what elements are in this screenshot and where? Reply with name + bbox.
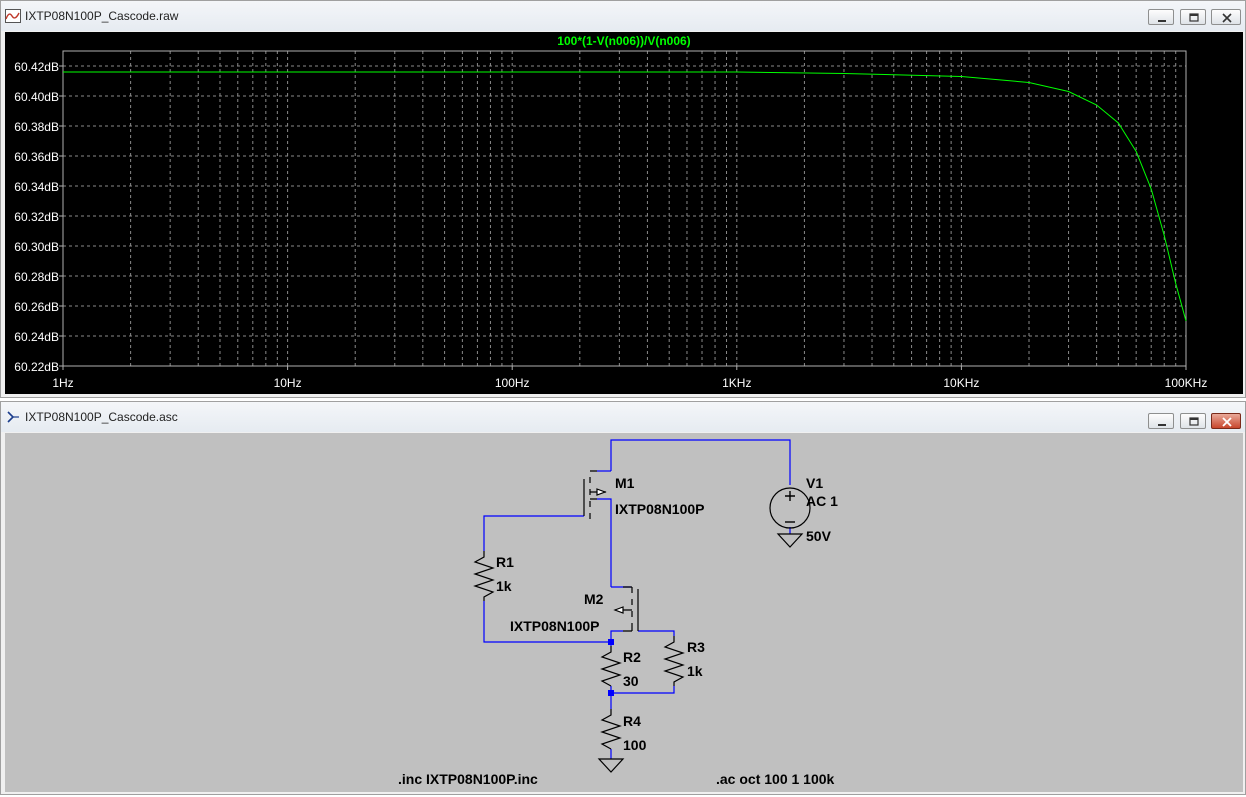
restore-icon <box>1189 417 1199 426</box>
y-tick-label: 60.28dB <box>14 270 59 284</box>
y-tick-label: 60.26dB <box>14 300 59 314</box>
plot-window[interactable]: IXTP08N100P_Cascode.raw 100*(1-V(n006))/… <box>0 0 1246 398</box>
ac-analysis-chart[interactable]: 100*(1-V(n006))/V(n006) 60.22dB60.24dB60… <box>5 32 1243 394</box>
minimize-icon <box>1158 20 1166 22</box>
m2-model[interactable]: IXTP08N100P <box>510 618 600 634</box>
close-icon <box>1222 417 1232 427</box>
schematic-close-button[interactable] <box>1211 413 1241 429</box>
inc-directive[interactable]: .inc IXTP08N100P.inc <box>398 771 538 787</box>
v1-ac[interactable]: AC 1 <box>806 493 838 509</box>
m1-name[interactable]: M1 <box>615 475 635 491</box>
x-tick-label: 1Hz <box>52 376 73 390</box>
y-tick-label: 60.22dB <box>14 360 59 374</box>
chart-grid <box>62 51 1186 367</box>
y-tick-label: 60.32dB <box>14 210 59 224</box>
y-tick-label: 60.24dB <box>14 330 59 344</box>
m1-transistor[interactable] <box>583 470 607 519</box>
r3-value[interactable]: 1k <box>687 663 703 679</box>
v1-dc[interactable]: 50V <box>806 528 832 544</box>
r3-name[interactable]: R3 <box>687 639 705 655</box>
wire-m1-gate-to-r1[interactable] <box>483 515 584 551</box>
wire-m1-drain-to-v1[interactable] <box>610 439 791 485</box>
m1-model[interactable]: IXTP08N100P <box>615 501 705 517</box>
r1-value[interactable]: 1k <box>496 578 512 594</box>
schematic-restore-button[interactable] <box>1180 413 1206 429</box>
r4-value[interactable]: 100 <box>623 737 647 753</box>
r1-resistor[interactable] <box>473 551 495 601</box>
plot-window-title: IXTP08N100P_Cascode.raw <box>25 9 179 23</box>
y-tick-label: 60.42dB <box>14 60 59 74</box>
v1-voltage-source[interactable] <box>769 487 811 529</box>
restore-icon <box>1189 13 1199 22</box>
plot-window-titlebar[interactable]: IXTP08N100P_Cascode.raw <box>1 1 1245 31</box>
schematic-window[interactable]: IXTP08N100P_Cascode.asc <box>0 401 1246 795</box>
ac-directive[interactable]: .ac oct 100 1 100k <box>716 771 835 787</box>
schematic-minimize-button[interactable] <box>1148 413 1174 429</box>
y-tick-label: 60.38dB <box>14 120 59 134</box>
wire-r1-to-node[interactable] <box>483 601 611 643</box>
wire-m1-source-to-m2[interactable] <box>597 498 612 587</box>
wire-m2-gate[interactable] <box>610 630 623 642</box>
junction-dot <box>608 690 614 696</box>
wire-r2-r3-node[interactable] <box>610 686 675 694</box>
plot-restore-button[interactable] <box>1180 9 1206 25</box>
plot-close-button[interactable] <box>1211 9 1241 25</box>
chart-axes: 60.22dB 60.24dB 60.26dB 60.28dB 60.30dB 60.32… <box>14 50 1208 390</box>
v1-name[interactable]: V1 <box>806 475 823 491</box>
m2-transistor[interactable] <box>613 586 639 632</box>
y-tick-label: 60.30dB <box>14 240 59 254</box>
r4-resistor[interactable] <box>600 709 622 750</box>
schematic-icon <box>7 411 19 423</box>
r1-name[interactable]: R1 <box>496 554 514 570</box>
waveform-icon <box>5 9 21 23</box>
schematic-window-titlebar[interactable]: IXTP08N100P_Cascode.asc <box>1 402 1245 432</box>
close-icon <box>1222 13 1232 23</box>
junction-dot <box>608 639 614 645</box>
trace-line[interactable] <box>63 71 1187 322</box>
schematic-drawing[interactable]: M1 IXTP08N100P M2 IXTP08N100P R1 1k R2 3… <box>5 433 1243 792</box>
y-tick-label: 60.40dB <box>14 90 59 104</box>
r2-value[interactable]: 30 <box>623 673 639 689</box>
ground-symbol <box>597 758 625 773</box>
x-tick-label: 10Hz <box>274 376 302 390</box>
schematic-window-title: IXTP08N100P_Cascode.asc <box>25 410 178 424</box>
m2-name[interactable]: M2 <box>584 591 604 607</box>
x-tick-label: 100KHz <box>1165 376 1208 390</box>
y-tick-label: 60.34dB <box>14 180 59 194</box>
plot-minimize-button[interactable] <box>1148 9 1174 25</box>
r2-name[interactable]: R2 <box>623 649 641 665</box>
minimize-icon <box>1158 424 1166 426</box>
wire-m2-source-to-r3[interactable] <box>638 630 675 636</box>
y-tick-label: 60.36dB <box>14 150 59 164</box>
x-tick-label: 10KHz <box>943 376 979 390</box>
plot-frame <box>62 50 1187 367</box>
r4-name[interactable]: R4 <box>623 713 641 729</box>
schematic-canvas[interactable]: M1 IXTP08N100P M2 IXTP08N100P R1 1k R2 3… <box>5 433 1243 792</box>
r2-resistor[interactable] <box>600 646 622 687</box>
ground-symbol <box>776 533 804 548</box>
wires[interactable] <box>483 439 791 759</box>
r3-resistor[interactable] <box>663 636 685 686</box>
trace-label[interactable]: 100*(1-V(n006))/V(n006) <box>557 34 690 48</box>
x-tick-label: 100Hz <box>495 376 530 390</box>
x-tick-label: 1KHz <box>722 376 751 390</box>
